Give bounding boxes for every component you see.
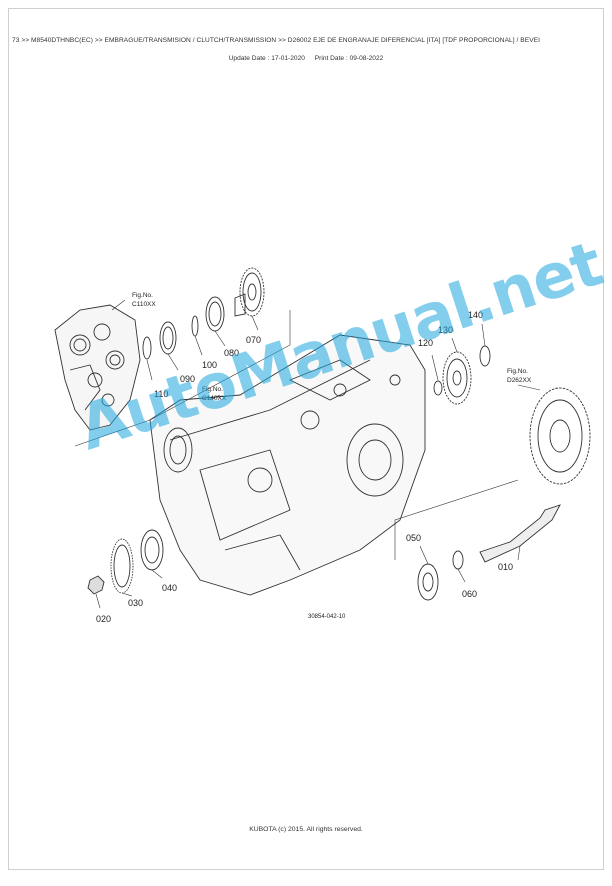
fig-ref-code: D262XX [507,377,532,384]
part-label-140: 140 [468,310,483,320]
page-frame [8,8,604,870]
part-labels: 010 020 030 040 050 060 070 080 090 100 … [96,310,513,624]
part-label-060: 060 [462,589,477,599]
lower-gear-group [87,529,164,595]
print-date: Print Date : 09-08-2022 [314,55,384,62]
upper-gear-train [142,267,265,360]
part-label-080: 080 [224,348,239,358]
differential-gear-group [417,345,591,601]
upper-cover-housing [54,304,141,431]
part-label-040: 040 [162,583,177,593]
figure-refs: Fig.No. C110XX Fig.No. C140XX Fig.No. D2… [132,292,532,402]
part-label-100: 100 [202,360,217,370]
part-label-030: 030 [128,598,143,608]
update-date: Update Date : 17-01-2020 [228,55,305,62]
part-label-130: 130 [438,325,453,335]
fig-ref-code: C140XX [202,395,227,402]
date-line: Update Date : 17-01-2020 Print Date : 09… [0,55,612,62]
part-label-090: 090 [180,374,195,384]
part-label-120: 120 [418,338,433,348]
part-label-020: 020 [96,614,111,624]
leader-lines [74,299,541,609]
copyright-footer: KUBOTA (c) 2015. All rights reserved. [249,826,363,833]
part-label-110: 110 [154,389,168,399]
fig-ref-code: C110XX [132,301,156,308]
fig-ref-label: Fig.No. [132,292,153,299]
breadcrumb: 73 >> M8540DTHNBC(EC) >> EMBRAGUE/TRANSM… [12,37,540,44]
transmission-case [149,334,426,596]
drawing-code: 30854-042-10 [308,614,346,620]
part-label-070: 070 [246,335,261,345]
part-label-010: 010 [498,562,513,572]
fig-ref-label: Fig.No. [507,368,528,375]
part-label-050: 050 [406,533,421,543]
exploded-parts-diagram: 010 020 030 040 050 060 070 080 090 100 … [54,267,591,624]
fig-ref-label: Fig.No. [202,386,223,393]
